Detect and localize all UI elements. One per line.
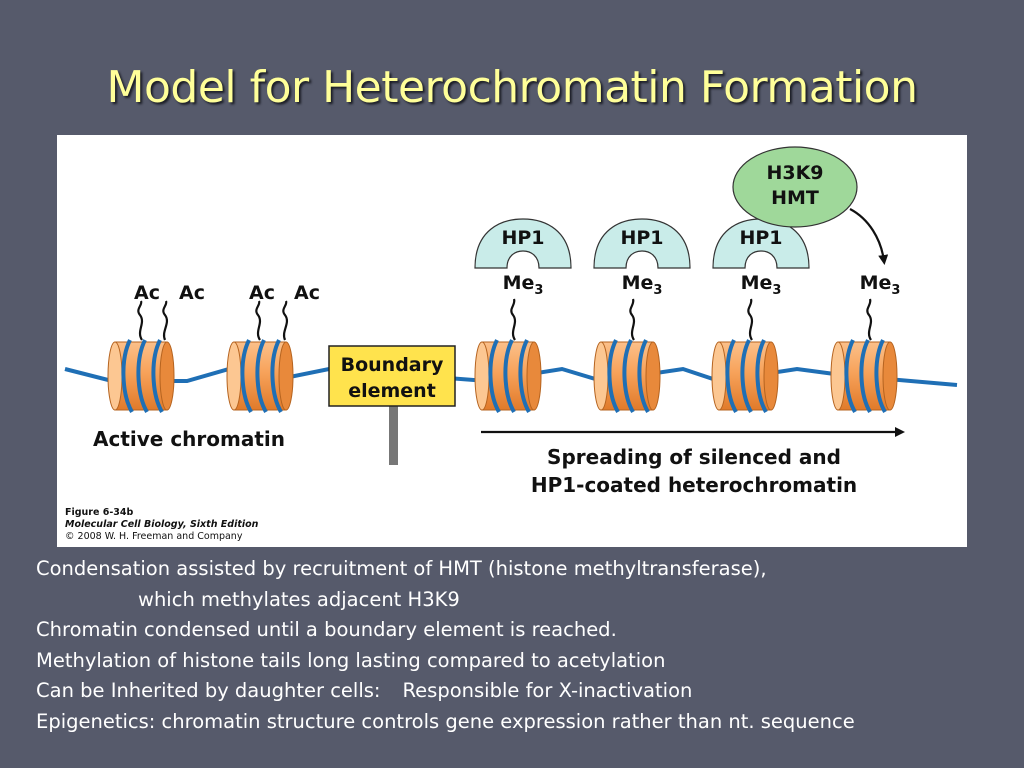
nucleosome-active-2 xyxy=(226,339,294,414)
hp1-label-1: HP1 xyxy=(501,227,544,249)
nucleosome-silenced-1 xyxy=(474,339,542,414)
slide-body-text: Condensation assisted by recruitment of … xyxy=(36,554,1016,737)
hp1-cap-1: HP1 xyxy=(474,218,572,269)
me3-label-3: Me3 xyxy=(741,272,782,298)
ac-label-2: Ac xyxy=(179,282,205,304)
hp1-cap-2: HP1 xyxy=(593,218,691,269)
boundary-post xyxy=(389,403,398,465)
hmt-label-line1: H3K9 xyxy=(766,162,823,184)
h3k9-hmt-enzyme: H3K9 HMT xyxy=(732,146,858,228)
heterochromatin-diagram: Boundary element xyxy=(64,146,958,497)
hp1-label-3: HP1 xyxy=(739,227,782,249)
figure-panel: Boundary element xyxy=(57,135,967,547)
nucleosome-silenced-2 xyxy=(593,339,661,414)
boundary-element-box xyxy=(328,345,456,407)
histone-tails-silenced xyxy=(510,298,873,341)
boundary-label-line2: element xyxy=(348,380,436,402)
me3-label-4: Me3 xyxy=(860,272,901,298)
slide-title: Model for Heterochromatin Formation xyxy=(106,62,918,113)
me3-label-1: Me3 xyxy=(503,272,544,298)
body-line-2: which methylates adjacent H3K9 xyxy=(138,587,460,611)
boundary-label-line1: Boundary xyxy=(341,354,444,376)
ac-label-1: Ac xyxy=(134,282,160,304)
hmt-arrow xyxy=(849,208,889,265)
hp1-label-2: HP1 xyxy=(620,227,663,249)
ac-label-4: Ac xyxy=(294,282,320,304)
histone-tails-active xyxy=(137,300,289,341)
body-line-3: Chromatin condensed until a boundary ele… xyxy=(36,618,617,641)
active-chromatin-label: Active chromatin xyxy=(93,427,285,451)
nucleosome-silenced-4 xyxy=(830,339,898,414)
body-line-5-part1: Can be Inherited by daughter cells: xyxy=(36,679,381,702)
hmt-label-line2: HMT xyxy=(771,187,819,209)
body-line-5-part2: Responsible for X-inactivation xyxy=(402,679,693,702)
body-line-5: Can be Inherited by daughter cells: Respo… xyxy=(36,676,1016,707)
nucleosome-active-1 xyxy=(107,339,175,414)
body-line-4: Methylation of histone tails long lastin… xyxy=(36,648,666,672)
figure-number: Figure 6-34b xyxy=(65,507,134,518)
body-line-1: Condensation assisted by recruitment of … xyxy=(36,557,767,580)
me3-label-2: Me3 xyxy=(622,272,663,298)
figure-copyright: © 2008 W. H. Freeman and Company xyxy=(65,531,243,542)
figure-source-book: Molecular Cell Biology, Sixth Edition xyxy=(65,519,259,530)
nucleosome-silenced-3 xyxy=(711,339,779,414)
hp1-cap-3: HP1 xyxy=(712,218,810,269)
spreading-label-line1: Spreading of silenced and xyxy=(547,445,841,469)
ac-label-3: Ac xyxy=(249,282,275,304)
figure-caption: Figure 6-34b Molecular Cell Biology, Six… xyxy=(65,507,258,543)
spreading-label-line2: HP1-coated heterochromatin xyxy=(531,473,857,497)
body-line-6: Epigenetics: chromatin structure control… xyxy=(36,709,855,733)
